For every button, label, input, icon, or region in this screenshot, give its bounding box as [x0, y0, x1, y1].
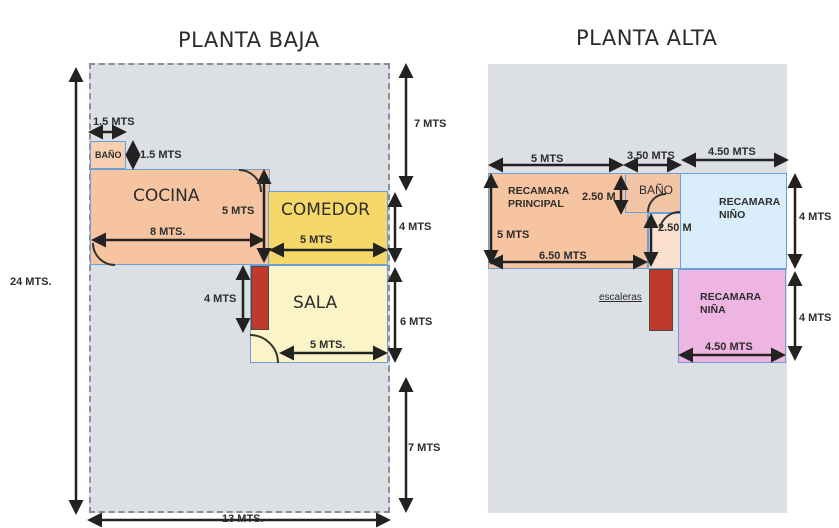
bano-alta-label: BAÑO: [639, 183, 674, 197]
sala-label: SALA: [293, 293, 338, 313]
cocina-width: 8 MTS.: [150, 226, 186, 238]
comedor-height: 4 MTS: [399, 221, 432, 233]
recamara-nina-room: [678, 269, 786, 363]
sala-height: 6 MTS: [400, 316, 433, 328]
top-dim-2: 3.50 MTS: [627, 150, 675, 162]
bano-baja-room: [90, 141, 126, 169]
recamara-nina-label: RECAMARA NIÑA: [700, 291, 761, 316]
top-setback: 7 MTS: [414, 118, 447, 130]
top-dim-3: 4.50 MTS: [708, 146, 756, 158]
principal-width: 6.50 MTS: [539, 250, 587, 262]
nina-width: 4.50 MTS: [705, 341, 753, 353]
stair-alta: [649, 269, 673, 331]
bano-baja-label: BAÑO: [95, 150, 122, 160]
cocina-height: 5 MTS: [222, 205, 255, 217]
recamara-nino-room: [680, 173, 787, 269]
comedor-width: 5 MTS: [300, 234, 333, 246]
comedor-label: COMEDOR: [281, 200, 370, 220]
principal-inner-height: 2.50 M: [582, 191, 616, 203]
bano-alta-height: 2.50 M: [658, 222, 692, 234]
escaleras-label: escaleras: [599, 292, 642, 303]
recamara-nino-label: RECAMARA NIÑO: [719, 196, 780, 221]
total-height: 24 MTS.: [10, 276, 52, 288]
cocina-label: COCINA: [133, 186, 200, 206]
bottom-setback: 7 MTS: [408, 442, 441, 454]
bano-baja-width: 1.5 MTS: [93, 116, 135, 128]
stair-baja: [251, 266, 269, 330]
cocina-room: [90, 169, 270, 265]
planta-alta-title: PLANTA ALTA: [576, 26, 718, 50]
nino-height: 4 MTS: [799, 211, 832, 223]
total-width: 13 MTS.: [222, 513, 264, 525]
nina-height: 4 MTS: [799, 312, 832, 324]
bano-baja-height: 1.5 MTS: [140, 149, 182, 161]
top-dim-1: 5 MTS: [531, 153, 564, 165]
recamara-principal-label: RECAMARA PRINCIPAL: [508, 185, 569, 210]
stair-baja-length: 4 MTS: [204, 293, 237, 305]
principal-height: 5 MTS: [497, 229, 530, 241]
sala-width: 5 MTS.: [310, 339, 346, 351]
planta-baja-title: PLANTA BAJA: [178, 28, 320, 52]
